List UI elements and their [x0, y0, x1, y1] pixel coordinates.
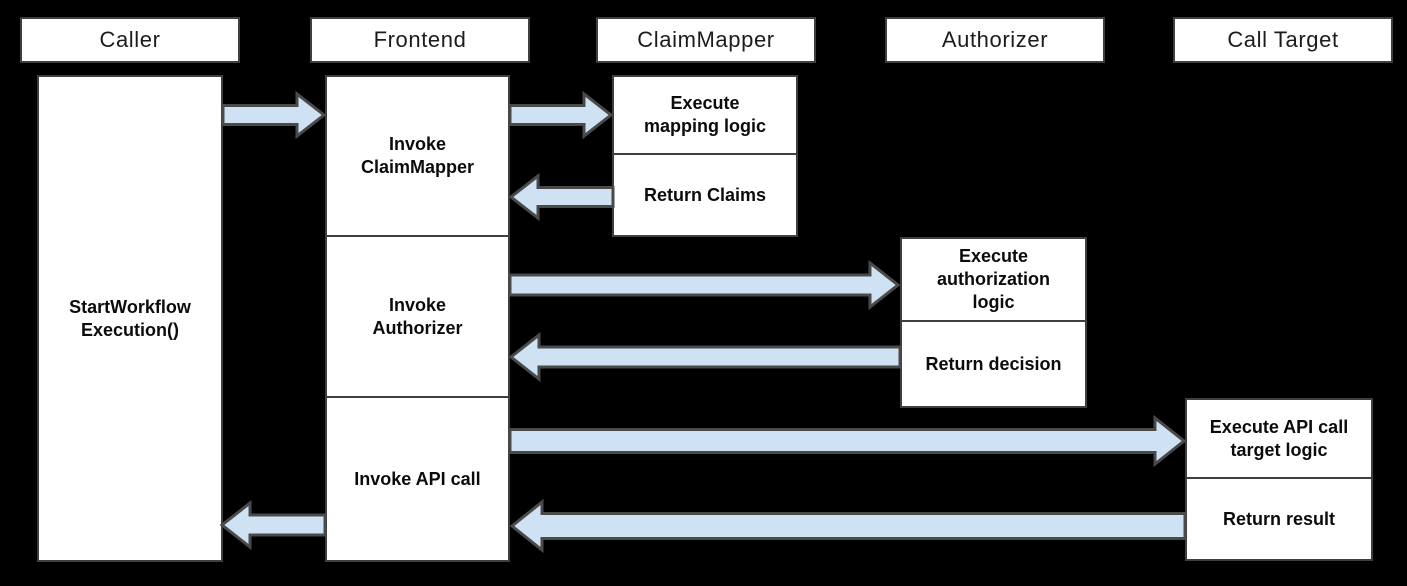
- process-box-invoke-api-call: Invoke API call: [325, 396, 510, 562]
- lifeline-header-frontend: Frontend: [310, 17, 530, 63]
- arrow-frontend-to-caller: [219, 499, 327, 551]
- arrow-caller-to-frontend: [221, 90, 327, 140]
- process-box-invoke-authorizer: Invoke Authorizer: [325, 235, 510, 398]
- lifeline-header-claimmapper: ClaimMapper: [596, 17, 816, 63]
- lifeline-header-caller: Caller: [20, 17, 240, 63]
- box-label: Return Claims: [643, 184, 767, 205]
- arrow-calltarget-to-frontend: [509, 498, 1187, 554]
- lifeline-header-calltarget: Call Target: [1173, 17, 1393, 63]
- box-label: Execute authorization logic: [937, 246, 1050, 312]
- box-label: Invoke Authorizer: [372, 294, 463, 338]
- arrow-claimmapper-to-frontend: [508, 172, 615, 222]
- lifeline-header-authorizer: Authorizer: [885, 17, 1105, 63]
- process-box-execute-mapping-logic: Execute mapping logic: [612, 75, 798, 155]
- activation-box-start-workflow-execution: StartWorkflow Execution(): [37, 75, 223, 562]
- box-label: Return decision: [925, 353, 1062, 374]
- process-box-invoke-claimmapper: Invoke ClaimMapper: [325, 75, 510, 237]
- box-label: StartWorkflow Execution(): [69, 296, 191, 340]
- process-box-execute-authorization-logic: Execute authorization logic: [900, 237, 1087, 322]
- lifeline-label: ClaimMapper: [637, 27, 775, 52]
- box-label: Invoke ClaimMapper: [360, 134, 475, 177]
- process-box-return-claims: Return Claims: [612, 153, 798, 237]
- process-box-return-decision: Return decision: [900, 320, 1087, 408]
- arrow-authorizer-to-frontend: [508, 331, 902, 383]
- process-box-execute-api-call-target-logic: Execute API call target logic: [1185, 398, 1373, 479]
- lifeline-label: Caller: [99, 27, 161, 52]
- box-label: Invoke API call: [354, 468, 481, 489]
- lifeline-label: Call Target: [1227, 27, 1339, 52]
- box-label: Execute API call target logic: [1209, 416, 1349, 460]
- lifeline-label: Frontend: [373, 27, 467, 52]
- arrow-frontend-to-claimmapper: [508, 90, 614, 140]
- lifeline-label: Authorizer: [941, 27, 1049, 52]
- arrow-frontend-to-authorizer: [508, 259, 901, 311]
- process-box-return-result: Return result: [1185, 477, 1373, 561]
- box-label: Return result: [1222, 508, 1336, 529]
- box-label: Execute mapping logic: [643, 93, 766, 136]
- arrow-frontend-to-calltarget: [508, 414, 1187, 468]
